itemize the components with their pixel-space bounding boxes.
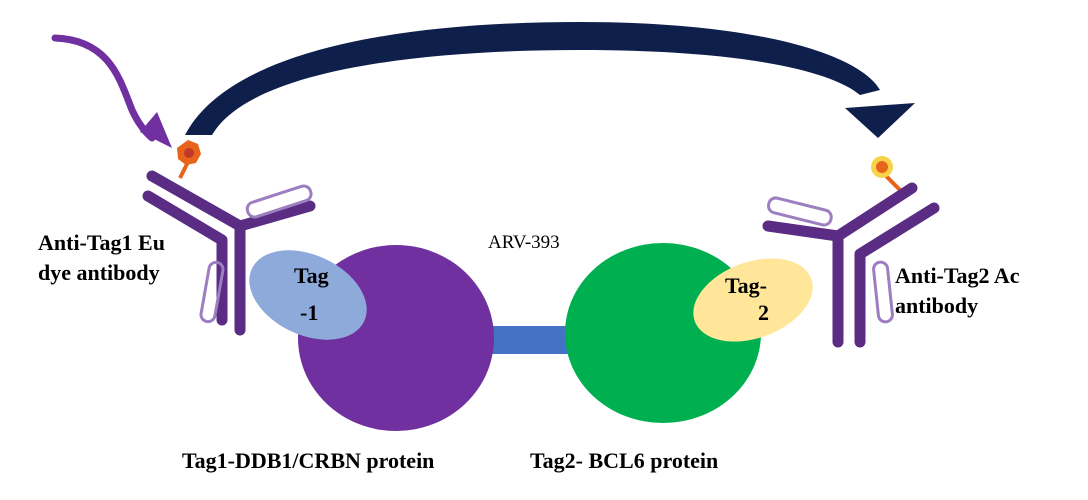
right-antibody-label-line2: antibody [895,293,978,318]
linker-label: ARV-393 [488,232,560,253]
tag2-label-line2: 2 [758,300,769,325]
anti-tag2-antibody [762,156,940,348]
energy-transfer-arrow [185,22,915,138]
tag1-ellipse [249,250,367,340]
tag2-ellipse [693,258,813,342]
tag1-label-line2: -1 [300,300,318,325]
left-antibody-label-line1: Anti-Tag1 Eu [38,230,165,255]
protein-right-label: Tag2- BCL6 protein [530,448,718,473]
left-antibody-label-line2: dye antibody [38,260,160,285]
tag1-label-line1: Tag [294,263,329,288]
anti-tag1-antibody [142,140,316,336]
tag2-label-line1: Tag- [725,273,767,298]
protein-left-label: Tag1-DDB1/CRBN protein [182,448,434,473]
excitation-arrow [51,34,172,148]
linker-bar [488,326,576,354]
right-antibody-label-line1: Anti-Tag2 Ac [895,263,1020,288]
